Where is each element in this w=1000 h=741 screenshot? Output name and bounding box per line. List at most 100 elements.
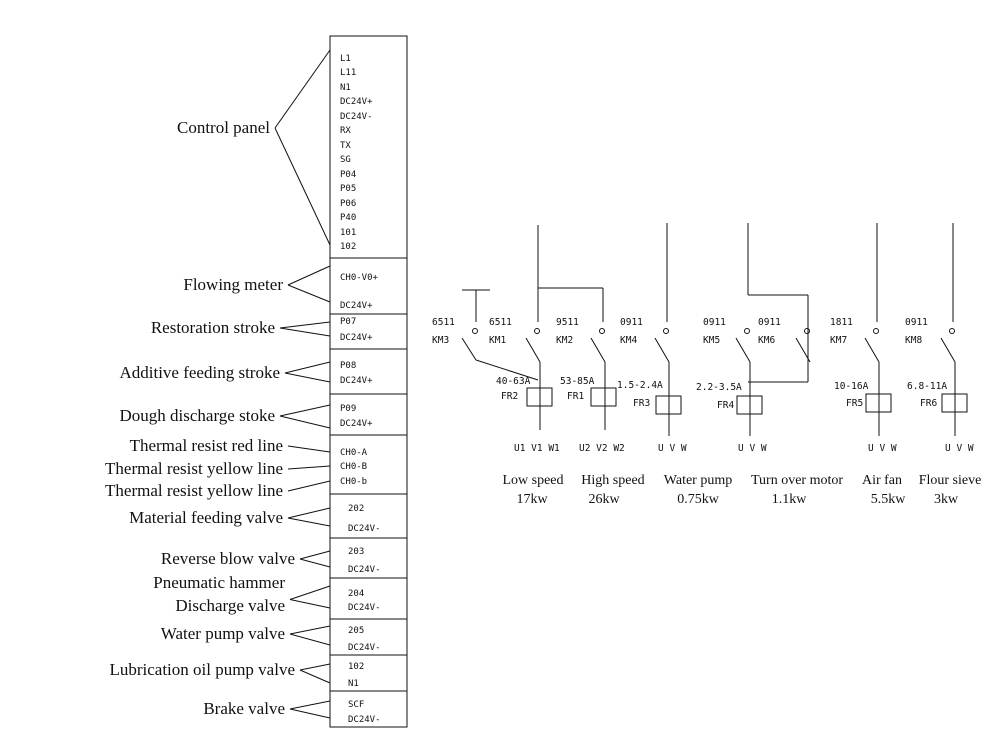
terminal-label: DC24V- [348, 643, 381, 653]
contact-terminal [949, 328, 955, 334]
leader-line [279, 321, 331, 329]
contactor-name: KM1 [489, 335, 506, 346]
connection-label: Thermal resist red line [130, 436, 283, 455]
relay-name: FR2 [501, 391, 518, 402]
connection-label: Restoration stroke [151, 318, 275, 337]
leader-line [279, 327, 331, 337]
terminal-block [329, 257, 408, 315]
terminal-block [329, 654, 408, 692]
terminal-label: DC24V- [340, 112, 373, 122]
terminal-label: DC24V- [348, 715, 381, 725]
terminal-label: CH0-B [340, 462, 367, 472]
contactor-code: 0911 [758, 317, 781, 328]
motor-name: Air fan [862, 473, 902, 488]
terminal-label: 102 [340, 242, 356, 252]
leader-line [289, 708, 331, 719]
connection-label: Lubrication oil pump valve [109, 660, 295, 679]
connection-label: Material feeding valve [129, 508, 283, 527]
terminal-label: SG [340, 155, 351, 165]
leader-line [287, 480, 331, 492]
motor-power: 17kw [516, 492, 548, 507]
relay-name: FR1 [567, 391, 584, 402]
terminal-label: 102 [348, 662, 364, 672]
connection-label: Additive feeding stroke [119, 363, 280, 382]
connection-label: Control panel [177, 118, 270, 137]
motor-terminals: U V W [945, 443, 974, 454]
leader-line [299, 663, 331, 671]
connection-label: Thermal resist yellow line [105, 481, 283, 500]
leader-line [289, 625, 331, 635]
terminal-label: RX [340, 126, 351, 136]
motor-power: 5.5kw [871, 492, 907, 507]
terminal-label: SCF [348, 700, 364, 710]
leader-line [289, 585, 331, 600]
leader-line [287, 284, 331, 303]
terminal-label: DC24V+ [340, 419, 373, 429]
leader-line [299, 669, 331, 684]
terminal-block [329, 348, 408, 395]
contact-terminal [534, 328, 540, 334]
contactor-code: 6511 [489, 317, 512, 328]
relay-range: 1.5-2.4A [617, 380, 663, 391]
leader-line [287, 465, 331, 470]
contactor-code: 0911 [620, 317, 643, 328]
connection-label: Water pump valve [161, 624, 285, 643]
motor-name: Low speed [502, 473, 563, 488]
conductor [475, 359, 539, 381]
leader-line [279, 404, 331, 417]
relay-range: 10-16A [834, 381, 869, 392]
relay-range: 53-85A [560, 376, 595, 387]
contactor-name: KM2 [556, 335, 573, 346]
terminal-label: P04 [340, 170, 356, 180]
contactor-code: 9511 [556, 317, 579, 328]
leader-line [289, 633, 331, 646]
terminal-block [329, 313, 408, 350]
overload-relay [590, 387, 617, 407]
terminal-label: 205 [348, 626, 364, 636]
leader-line [299, 550, 331, 560]
terminal-label: P06 [340, 199, 356, 209]
leader-line [279, 415, 331, 429]
relay-range: 6.8-11A [907, 381, 947, 392]
relay-name: FR3 [633, 398, 650, 409]
terminal-block [329, 393, 408, 436]
terminal-label: DC24V- [348, 603, 381, 613]
contact-terminal [873, 328, 879, 334]
terminal-label: CH0-b [340, 477, 367, 487]
terminal-block [329, 35, 408, 259]
contact-terminal [472, 328, 478, 334]
terminal-label: DC24V+ [340, 333, 373, 343]
terminal-label: P05 [340, 184, 356, 194]
leader-line [287, 445, 331, 453]
contact-blade [654, 337, 670, 363]
terminal-block [329, 577, 408, 620]
motor-name: High speed [581, 473, 644, 488]
contactor-name: KM7 [830, 335, 847, 346]
terminal-label: 203 [348, 547, 364, 557]
motor-circuit: 6511KM36511KM19511KM20911KM40911KM50911K… [432, 223, 981, 507]
motor-power: 1.1kw [772, 492, 808, 507]
connection-label: Brake valve [203, 699, 285, 718]
terminal-label: TX [340, 141, 351, 151]
terminal-label: DC24V+ [340, 97, 373, 107]
terminal-label: L1 [340, 54, 351, 64]
leader-line [284, 372, 331, 383]
leader-line [287, 517, 331, 527]
motor-name: Flour sieve [919, 473, 982, 488]
contact-terminal [599, 328, 605, 334]
motor-name: Turn over motor [751, 473, 843, 488]
connection-label: Thermal resist yellow line [105, 459, 283, 478]
connection-label: Reverse blow valve [161, 549, 295, 568]
contactor-name: KM3 [432, 335, 449, 346]
terminal-label: P09 [340, 404, 356, 414]
leader-line [287, 507, 331, 519]
terminal-label: CH0-V0+ [340, 273, 379, 283]
terminal-label: CH0-A [340, 448, 368, 458]
relay-name: FR5 [846, 398, 863, 409]
contactor-code: 0911 [905, 317, 928, 328]
motor-terminals: U1 V1 W1 [514, 443, 560, 454]
connection-label: Dough discharge stoke [120, 406, 276, 425]
leader-line [289, 599, 331, 609]
contact-blade [940, 337, 956, 363]
motor-power: 26kw [588, 492, 620, 507]
